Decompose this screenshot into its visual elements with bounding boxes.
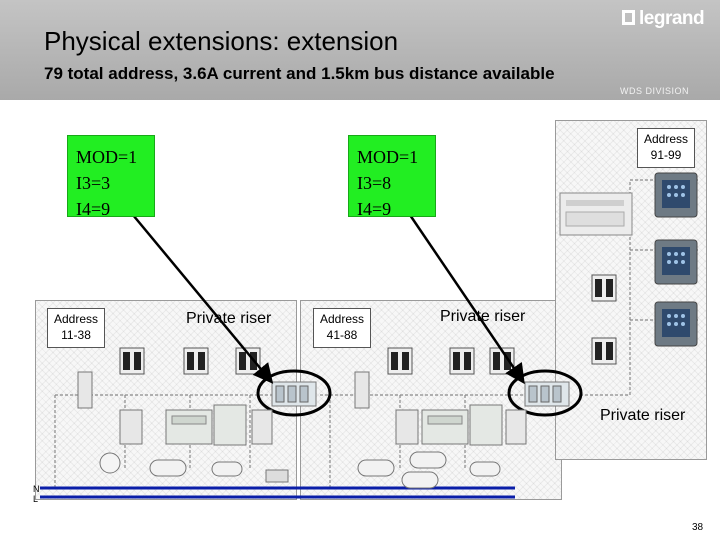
- left-din-rail-actuators: [77, 371, 273, 446]
- touch-panel-2: [654, 239, 698, 285]
- left-riser-label: Private riser: [186, 310, 272, 327]
- middle-address-range: 41-88: [326, 328, 358, 342]
- middle-address-box: Address 41-88: [313, 308, 371, 348]
- left-config-mod: MOD=1: [76, 147, 138, 167]
- right-riser-label: Private riser: [600, 407, 686, 424]
- middle-switch-module-1: [387, 347, 413, 375]
- middle-lamps: [357, 451, 501, 489]
- right-address-range: 91-99: [650, 148, 682, 162]
- left-address-range: 11-38: [61, 328, 91, 342]
- left-config-i3: I3=3: [76, 173, 111, 193]
- slide-title: Physical extensions: extension: [44, 26, 399, 56]
- left-switch-module-1: [119, 347, 145, 375]
- left-config-arrow: [132, 214, 274, 384]
- left-address-box: Address 11-38: [47, 308, 105, 348]
- left-address-label: Address: [53, 312, 99, 326]
- division-label: WDS DIVISION: [620, 86, 690, 96]
- middle-config-arrow: [408, 214, 525, 385]
- right-address-box: Address 91-99: [637, 128, 695, 168]
- right-power-supply: [559, 192, 633, 236]
- left-config-i4: I4=9: [76, 199, 111, 219]
- right-switch-module-1: [591, 274, 617, 302]
- left-config-box: MOD=1 I3=3 I4=9: [67, 135, 155, 219]
- brand-name: legrand: [639, 8, 705, 29]
- legrand-mark-icon: [622, 10, 635, 25]
- middle-address-label: Address: [319, 312, 365, 326]
- middle-config-mod: MOD=1: [357, 147, 419, 167]
- middle-din-rail-actuators: [354, 371, 527, 446]
- middle-switch-module-2: [449, 347, 475, 375]
- brand-logo: legrand: [622, 8, 705, 30]
- touch-panel-3: [654, 301, 698, 347]
- middle-riser-label: Private riser: [440, 308, 526, 325]
- right-address-label: Address: [643, 132, 689, 146]
- middle-riser-interface: [524, 381, 570, 407]
- slide-subtitle: 79 total address, 3.6A current and 1.5km…: [44, 64, 555, 83]
- left-lamps: [99, 452, 289, 483]
- middle-config-i4: I4=9: [357, 199, 392, 219]
- line-label: L: [33, 494, 39, 504]
- right-switch-module-2: [591, 337, 617, 365]
- neutral-label: N: [33, 484, 40, 494]
- left-riser-interface: [271, 381, 317, 407]
- header-bar: Physical extensions: extension 79 total …: [0, 0, 720, 100]
- touch-panel-1: [654, 172, 698, 218]
- middle-config-box: MOD=1 I3=8 I4=9: [348, 135, 436, 219]
- left-switch-module-2: [183, 347, 209, 375]
- left-riser-highlight: [256, 369, 332, 417]
- middle-riser-highlight: [507, 369, 583, 417]
- right-installation-panel: [555, 120, 707, 460]
- middle-config-i3: I3=8: [357, 173, 392, 193]
- power-lines: [40, 486, 515, 499]
- page-number: 38: [692, 522, 704, 533]
